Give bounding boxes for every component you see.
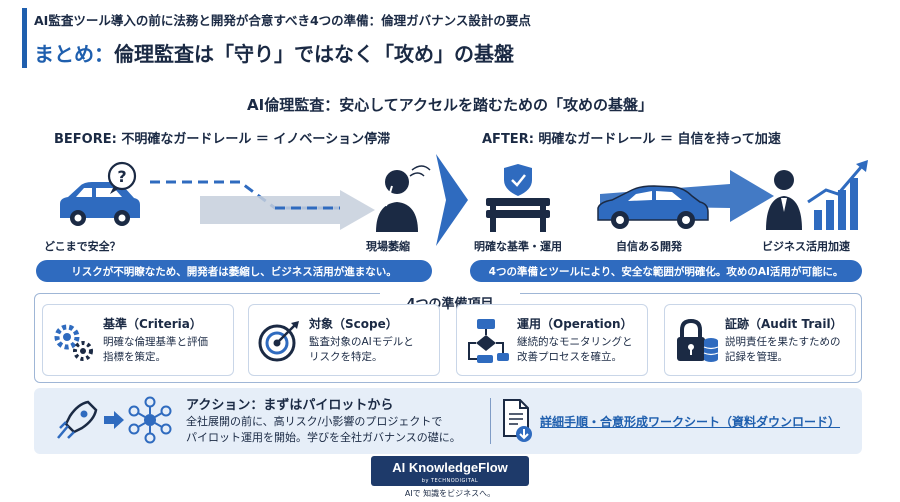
flowchart-icon <box>468 319 509 363</box>
prep-operation-title: 運用（Operation） <box>517 317 633 331</box>
after-label-left: 明確な基準・運用 <box>474 240 562 253</box>
prep-operation-desc-2: 改善プロセスを確立。 <box>517 351 622 363</box>
prep-criteria-title: 基準（Criteria） <box>103 317 202 331</box>
question-bubble-icon: ? <box>107 161 137 194</box>
prep-operation-desc-1: 継続的なモニタリングと <box>517 336 633 348</box>
prep-audit-desc-2: 記録を管理。 <box>725 351 788 363</box>
page-subtitle: AI監査ツール導入の前に法務と開発が合意すべき4つの準備：倫理ガバナンス設計の要… <box>34 13 531 28</box>
title-main: 倫理監査は「守り」ではなく「攻め」の基盤 <box>114 42 514 66</box>
prep-scope-desc-1: 監査対象のAIモデルと <box>309 336 414 348</box>
before-label-left: どこまで安全？ <box>44 240 121 253</box>
prep-criteria-desc-1: 明確な倫理基準と評価 <box>103 336 208 348</box>
step-arrow-icon <box>104 411 124 429</box>
after-summary-pill: 4つの準備とツールにより、安全な範囲が明確化。攻めのAI活用が可能に。 <box>470 260 862 282</box>
target-icon <box>258 321 299 362</box>
comparison-heading: AI倫理監査：安心してアクセルを踏むための「攻めの基盤」 <box>247 96 653 114</box>
page-title: まとめ：倫理監査は「守り」ではなく「攻め」の基盤 <box>34 38 514 67</box>
after-label-center: 自信ある開発 <box>616 240 682 253</box>
prep-scope-desc-2: リスクを特定。 <box>309 351 383 363</box>
after-label-right: ビジネス活用加速 <box>762 240 850 253</box>
after-heading: AFTER: 明確なガードレール ＝ 自信を持って加速 <box>482 132 781 147</box>
fast-car-icon <box>597 185 709 229</box>
prep-card-audit-trail: 証跡（Audit Trail） 説明責任を果たすための 記録を管理。 <box>664 304 856 376</box>
gears-icon <box>54 324 93 361</box>
action-title: アクション：まずはパイロットから <box>186 398 394 413</box>
action-divider <box>490 398 491 444</box>
before-label-right: 現場萎縮 <box>366 240 410 253</box>
business-growth-icon <box>766 160 868 230</box>
guardrail-shield-icon <box>486 164 550 232</box>
document-download-icon[interactable] <box>500 398 534 444</box>
before-heading: BEFORE: 不明確なガードレール ＝ イノベーション停滞 <box>54 132 391 147</box>
svg-text:?: ? <box>117 167 126 186</box>
rocket-icon <box>57 400 98 439</box>
after-illustration <box>486 160 868 232</box>
prep-scope-title: 対象（Scope） <box>309 317 398 331</box>
title-prefix: まとめ： <box>34 42 114 66</box>
action-panel <box>34 388 862 454</box>
brand-tagline: AIで 知識をビジネスへ。 <box>404 489 496 498</box>
action-desc-1: 全社展開の前に、高リスク/小影響のプロジェクトで <box>186 415 443 428</box>
rocket-network-illustration <box>57 396 172 444</box>
title-accent-bar <box>22 8 27 68</box>
prep-criteria-desc-2: 指標を策定。 <box>103 351 166 363</box>
action-desc-2: パイロット運用を開始。学びを全社ガバナンスの礎に。 <box>186 431 461 444</box>
lock-database-icon <box>677 318 719 362</box>
hesitation-path-icon <box>150 180 375 230</box>
brand-logo: AI KnowledgeFlow by TECHNODIGITAL <box>371 456 529 486</box>
prep-audit-desc-1: 説明責任を果たすための <box>725 336 841 348</box>
transition-arrow-icon <box>436 154 468 246</box>
brand-logo-text: AI KnowledgeFlow <box>392 460 508 475</box>
car-icon <box>60 182 140 226</box>
brand-by-text: by TECHNODIGITAL <box>421 478 479 484</box>
before-illustration: ? <box>60 161 431 232</box>
before-summary-pill: リスクが不明瞭なため、開発者は萎縮し、ビジネス活用が進まない。 <box>36 260 432 282</box>
prep-audit-title: 証跡（Audit Trail） <box>725 317 843 331</box>
prep-card-operation: 運用（Operation） 継続的なモニタリングと 改善プロセスを確立。 <box>456 304 648 376</box>
worried-person-icon <box>376 165 431 232</box>
network-icon <box>128 396 172 444</box>
download-worksheet-link[interactable]: 詳細手順・合意形成ワークシート（資料ダウンロード） <box>540 415 841 429</box>
prep-card-scope: 対象（Scope） 監査対象のAIモデルと リスクを特定。 <box>248 304 440 376</box>
prep-card-criteria: 基準（Criteria） 明確な倫理基準と評価 指標を策定。 <box>42 304 234 376</box>
